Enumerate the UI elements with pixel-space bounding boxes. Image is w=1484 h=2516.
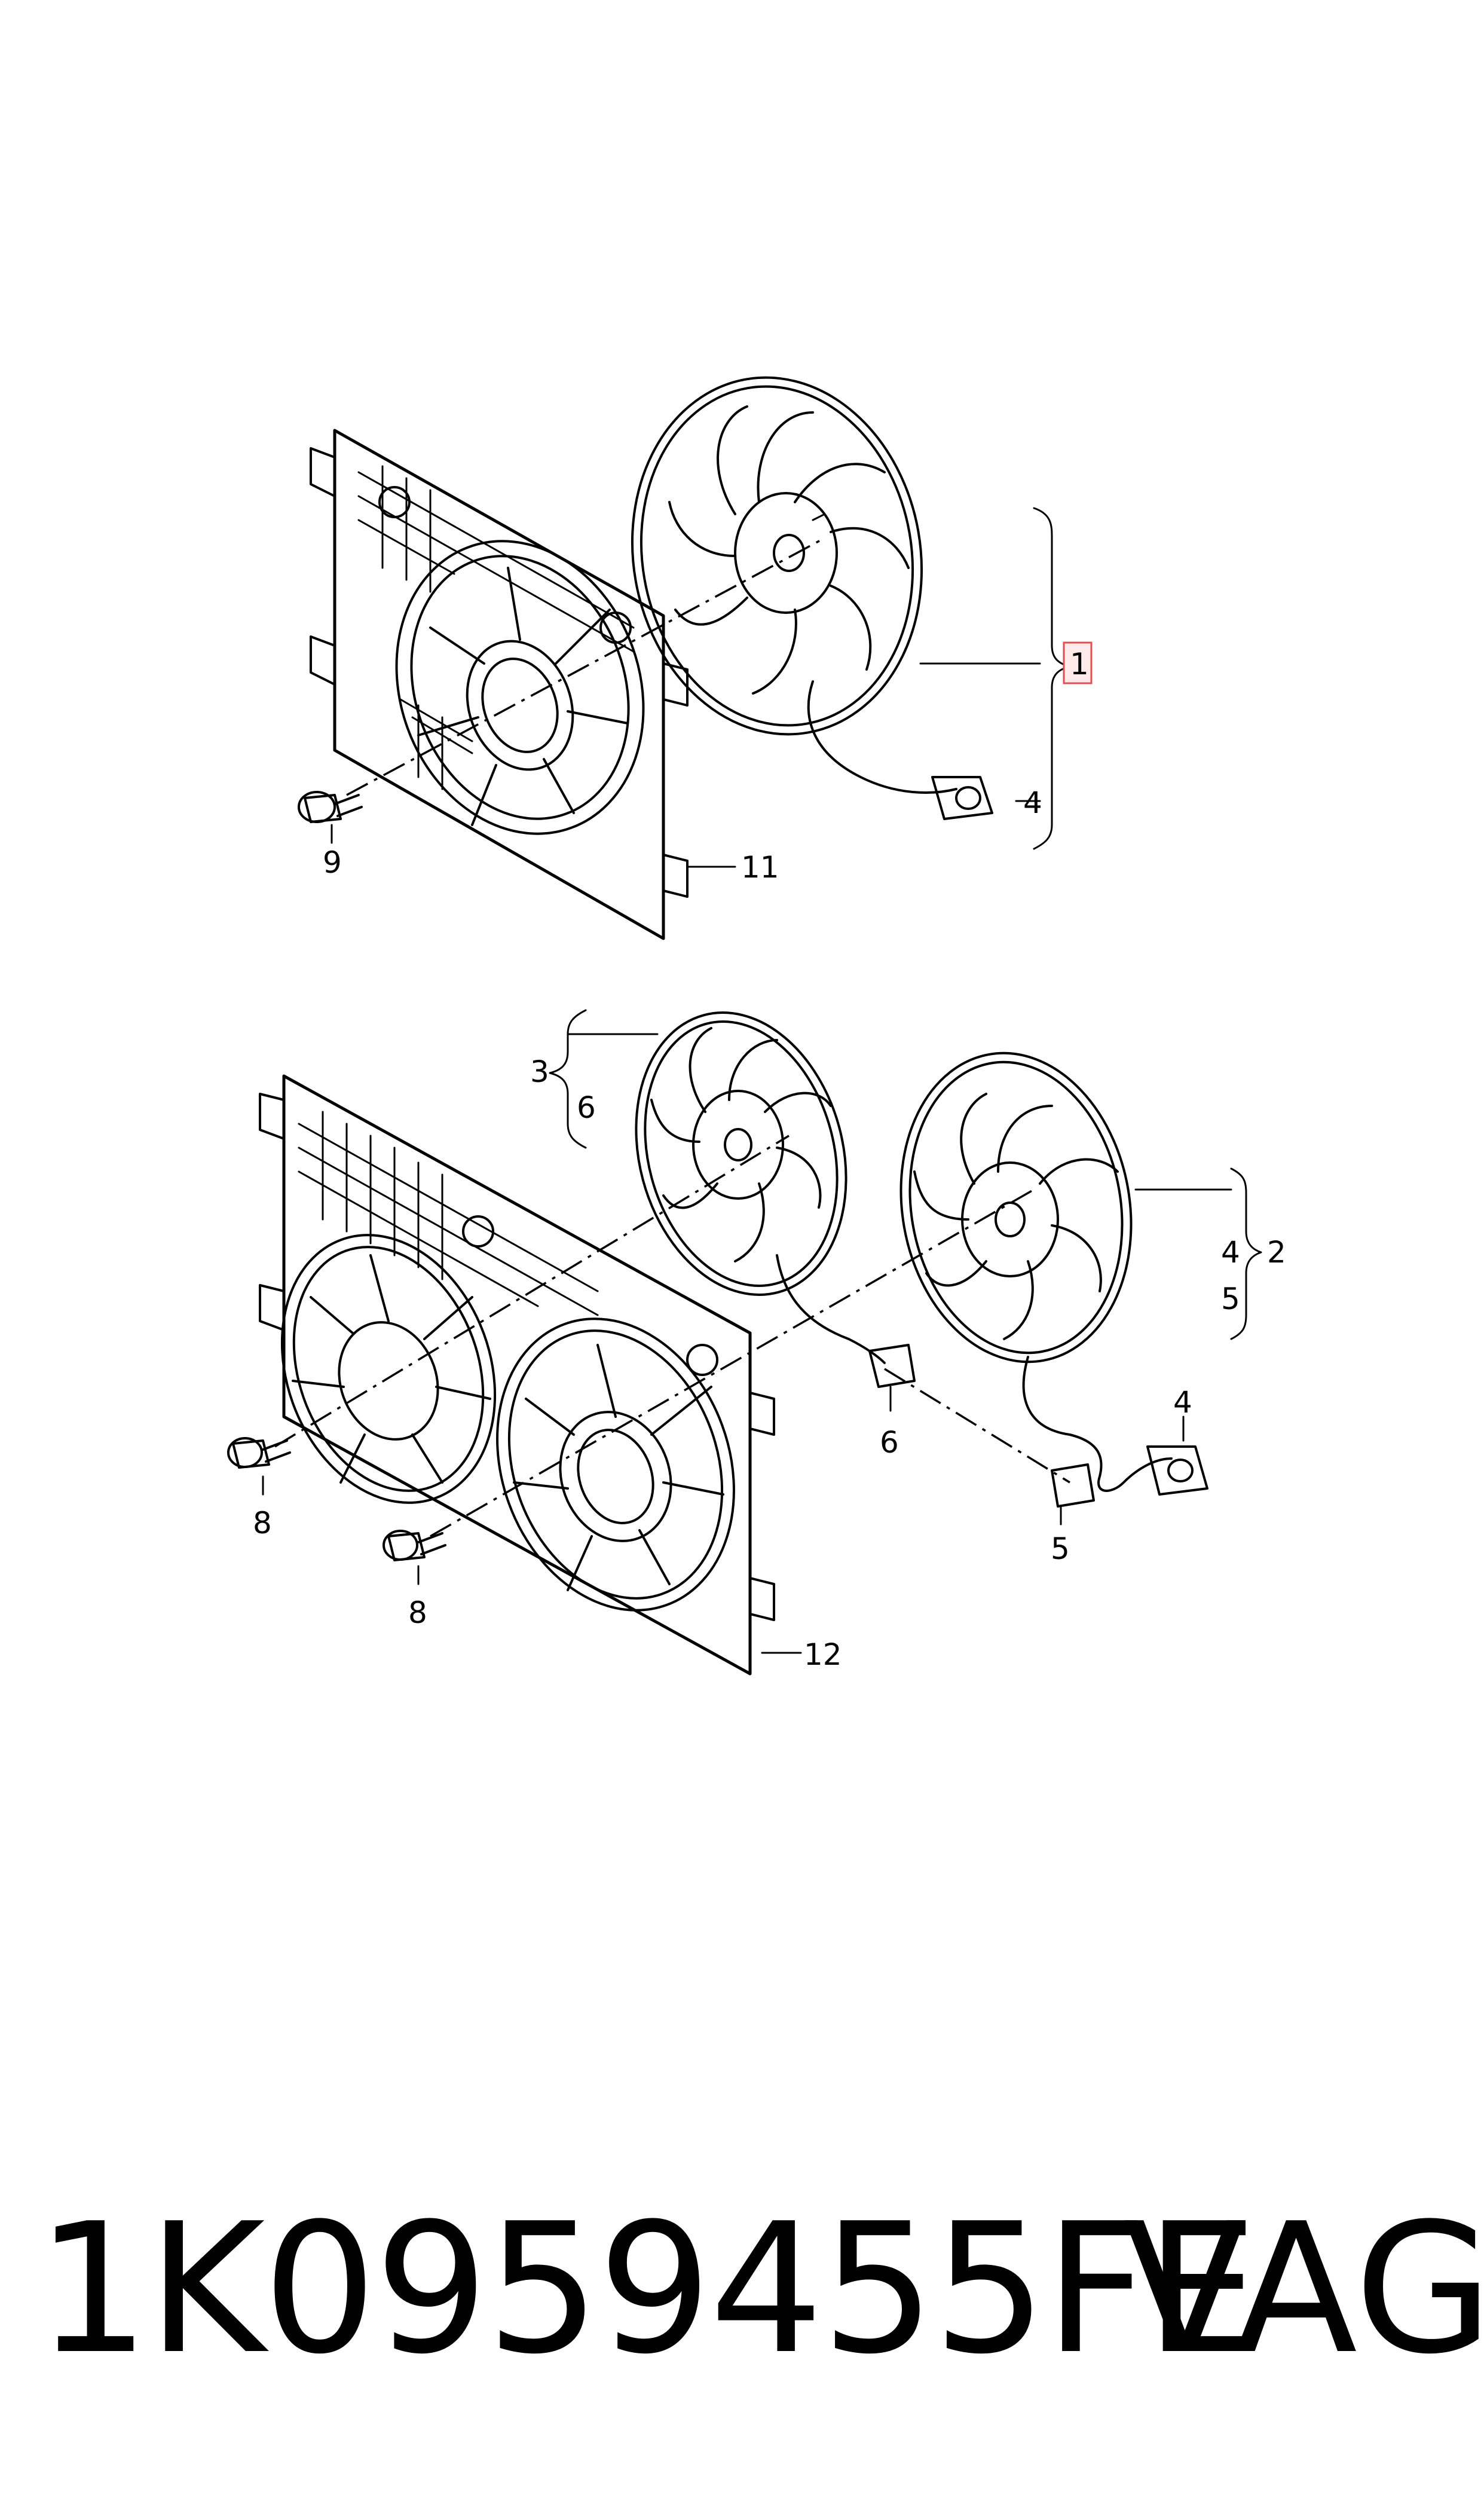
single-fan-assembly [298,376,1071,940]
callout-3[interactable]: 3 [530,1054,549,1089]
part-number: 1K0959455FE [36,2185,1259,2393]
fan-2 [899,1051,1208,1508]
callout-6-brace[interactable]: 6 [577,1090,596,1125]
bolt-9 [298,791,363,823]
single-fan-shroud [310,429,689,940]
bottom-right-axis [430,1188,1035,1537]
dual-fan-assembly [227,1009,1262,1676]
bolt-8-left [227,1437,291,1469]
callout-12[interactable]: 12 [804,1637,842,1672]
bottom-left-axis [274,1135,790,1448]
callout-4-brace[interactable]: 4 [1221,1235,1240,1270]
dual-fan-shroud [259,1074,775,1676]
callout-1-highlight [1063,641,1093,684]
top-assembly-axis [346,537,825,796]
fan-3 [635,1011,916,1388]
callout-6-connector[interactable]: 6 [880,1425,899,1460]
bolt-8-right [383,1530,446,1561]
brand-name: VAG [1124,2185,1484,2393]
callout-4-connector[interactable]: 4 [1173,1385,1192,1420]
callout-11[interactable]: 11 [741,850,779,885]
callout-8-right[interactable]: 8 [408,1595,427,1630]
connector-axis [884,1368,1070,1484]
callout-9[interactable]: 9 [323,845,342,880]
callout-5-connector[interactable]: 5 [1051,1531,1070,1566]
callout-8-left[interactable]: 8 [253,1506,272,1540]
callout-1[interactable]: 1 [1070,647,1089,681]
callout-4-top[interactable]: 4 [1023,785,1042,820]
callout-2[interactable]: 2 [1267,1235,1286,1270]
single-fan-blade [631,376,993,820]
callout-5-brace[interactable]: 5 [1221,1282,1240,1316]
